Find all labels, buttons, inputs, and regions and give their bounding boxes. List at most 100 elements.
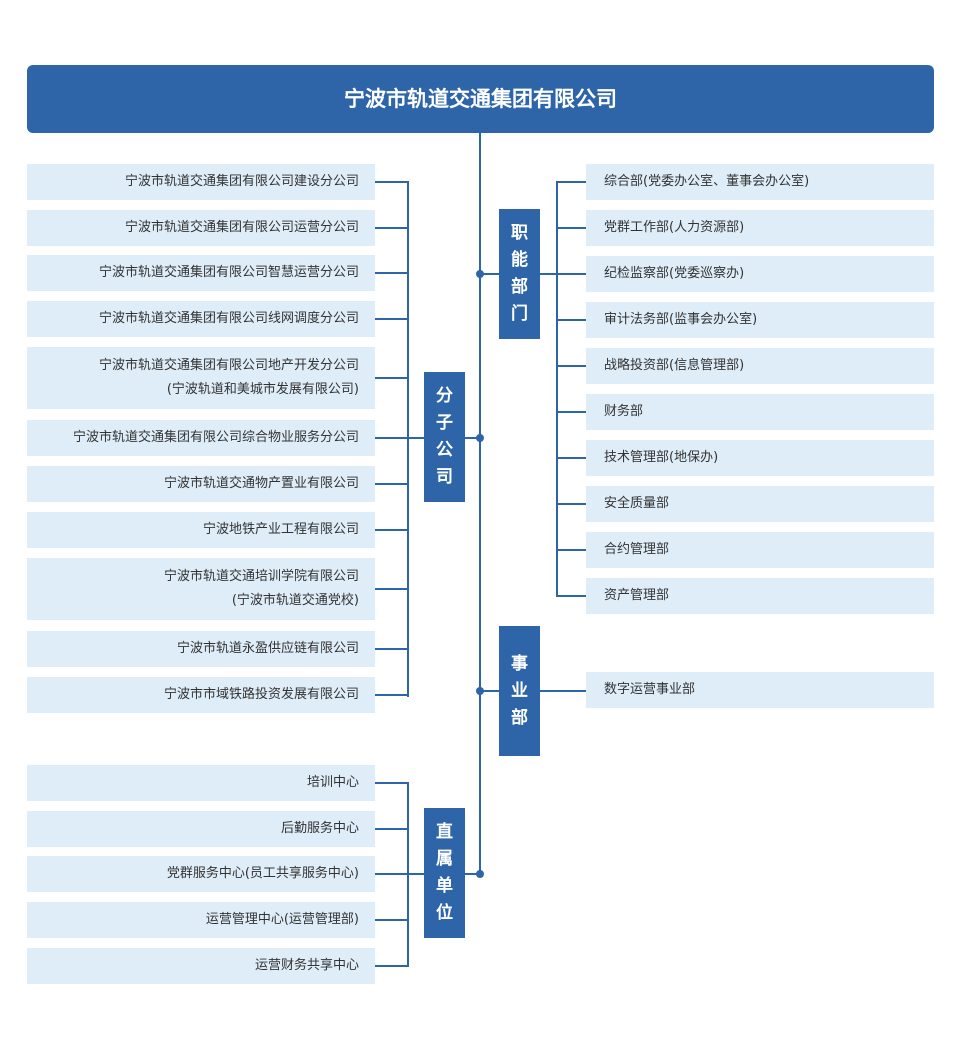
branch-connector <box>375 437 409 439</box>
org-title: 宁波市轨道交通集团有限公司 <box>27 65 934 133</box>
branch-company-box: 宁波市轨道交通集团有限公司线网调度分公司 <box>27 301 375 337</box>
category-char: 职 <box>511 223 528 243</box>
functional-dept-box: 财务部 <box>586 394 934 430</box>
branch-company-name: 宁波市轨道交通物产置业有限公司 <box>163 476 359 491</box>
branch-company-name: 宁波市轨道交通集团有限公司运营分公司 <box>124 220 359 235</box>
direct-unit-name: 运营财务共享中心 <box>254 958 359 973</box>
branch-connector <box>375 529 409 531</box>
branch-connector <box>375 272 409 274</box>
direct-bracket-line <box>407 783 409 966</box>
category-char: 部 <box>511 277 528 297</box>
branch-company-name: 宁波市轨道交通集团有限公司线网调度分公司 <box>98 311 359 326</box>
category-char: 业 <box>511 680 528 701</box>
direct-unit-name: 运营管理中心(运营管理部) <box>205 912 359 927</box>
functional-dept-box: 合约管理部 <box>586 532 934 568</box>
functional-dept-box: 纪检监察部(党委巡察办) <box>586 256 934 292</box>
category-branches-label: 分子公司 <box>424 372 465 502</box>
branch-company-box: 宁波市轨道交通集团有限公司运营分公司 <box>27 210 375 246</box>
functional-dept-name: 财务部 <box>604 404 644 419</box>
branch-company-box: 宁波市轨道交通集团有限公司综合物业服务分公司 <box>27 420 375 456</box>
functional-dept-box: 综合部(党委办公室、董事会办公室) <box>586 164 934 200</box>
branch-company-box: 宁波市轨道交通集团有限公司地产开发分公司 (宁波轨道和美城市发展有限公司) <box>27 347 375 409</box>
functional-dept-box: 审计法务部(监事会办公室) <box>586 302 934 338</box>
functional-dept-name: 纪检监察部(党委巡察办) <box>604 266 745 281</box>
branches-bracket-line <box>407 182 409 697</box>
functional-dept-name: 合约管理部 <box>604 542 670 557</box>
branch-company-box: 宁波市轨道交通物产置业有限公司 <box>27 466 375 502</box>
functional-connector <box>556 365 586 367</box>
branch-company-name: 宁波市轨道交通培训学院有限公司 <box>163 569 359 584</box>
branch-connector <box>375 181 409 183</box>
functional-connector <box>556 319 586 321</box>
branch-company-box: 宁波地铁产业工程有限公司 <box>27 512 375 548</box>
functional-junction-dot <box>476 270 484 278</box>
functional-connector <box>556 457 586 459</box>
direct-unit-box: 培训中心 <box>27 765 375 801</box>
functional-dept-box: 战略投资部(信息管理部) <box>586 348 934 384</box>
direct-to-category-line <box>409 873 424 875</box>
business-division-name: 数字运营事业部 <box>604 682 696 697</box>
functional-dept-name: 战略投资部(信息管理部) <box>604 358 745 373</box>
direct-to-trunk-line <box>465 873 480 875</box>
category-functional-label: 职能部门 <box>499 209 540 339</box>
branch-connector <box>375 318 409 320</box>
category-char: 公 <box>436 440 453 460</box>
category-business-label: 事业部 <box>499 626 540 756</box>
functional-connector <box>556 595 586 597</box>
branch-company-name: 宁波市轨道交通集团有限公司地产开发分公司 <box>98 358 359 373</box>
functional-dept-name: 综合部(党委办公室、董事会办公室) <box>604 174 810 189</box>
functional-dept-name: 技术管理部(地保办) <box>604 450 719 465</box>
category-direct-label: 直属单位 <box>424 808 465 938</box>
functional-connector <box>556 411 586 413</box>
direct-unit-name: 培训中心 <box>306 775 359 790</box>
branch-company-box: 宁波市轨道永盈供应链有限公司 <box>27 631 375 667</box>
category-char: 门 <box>511 304 528 324</box>
functional-connector <box>556 181 586 183</box>
functional-dept-box: 党群工作部(人力资源部) <box>586 210 934 246</box>
direct-unit-name: 党群服务中心(员工共享服务中心) <box>166 866 359 881</box>
functional-to-bracket-line <box>540 273 557 275</box>
category-char: 分 <box>436 386 453 406</box>
branch-company-box: 宁波市轨道交通培训学院有限公司 (宁波市轨道交通党校) <box>27 558 375 620</box>
branches-junction-dot <box>476 434 484 442</box>
direct-unit-box: 后勤服务中心 <box>27 811 375 847</box>
direct-unit-box: 运营财务共享中心 <box>27 948 375 984</box>
branch-connector <box>375 588 409 590</box>
business-to-box-line <box>540 690 586 692</box>
functional-bracket-line <box>556 182 558 596</box>
branch-connector <box>375 648 409 650</box>
category-char: 部 <box>511 707 528 728</box>
direct-unit-box: 党群服务中心(员工共享服务中心) <box>27 856 375 892</box>
branch-company-name: 宁波地铁产业工程有限公司 <box>202 522 359 537</box>
category-char: 位 <box>436 903 453 923</box>
category-char: 单 <box>436 876 453 896</box>
functional-dept-name: 资产管理部 <box>604 588 670 603</box>
branch-connector <box>375 377 409 379</box>
branch-company-name: (宁波市轨道交通党校) <box>231 593 359 608</box>
branches-to-trunk-line <box>465 437 480 439</box>
branch-connector <box>375 227 409 229</box>
functional-connector <box>556 503 586 505</box>
business-junction-dot <box>476 687 484 695</box>
direct-connector <box>375 873 409 875</box>
branch-company-name: (宁波轨道和美城市发展有限公司) <box>166 382 359 397</box>
business-to-trunk-line <box>480 690 499 692</box>
category-char: 司 <box>436 467 453 487</box>
category-char: 事 <box>511 653 528 674</box>
category-char: 能 <box>511 250 528 270</box>
direct-connector <box>375 965 409 967</box>
direct-junction-dot <box>476 870 484 878</box>
branch-company-box: 宁波市轨道交通集团有限公司建设分公司 <box>27 164 375 200</box>
branches-to-category-line <box>409 437 424 439</box>
business-division-box: 数字运营事业部 <box>586 672 934 708</box>
branch-company-name: 宁波市轨道交通集团有限公司综合物业服务分公司 <box>72 430 359 445</box>
branch-company-name: 宁波市轨道交通集团有限公司建设分公司 <box>124 174 359 189</box>
direct-unit-name: 后勤服务中心 <box>280 821 359 836</box>
direct-connector <box>375 919 409 921</box>
functional-dept-box: 技术管理部(地保办) <box>586 440 934 476</box>
direct-connector <box>375 828 409 830</box>
branch-company-name: 宁波市轨道交通集团有限公司智慧运营分公司 <box>98 265 359 280</box>
category-char: 子 <box>436 413 453 433</box>
functional-connector <box>556 273 586 275</box>
functional-dept-name: 安全质量部 <box>604 496 670 511</box>
